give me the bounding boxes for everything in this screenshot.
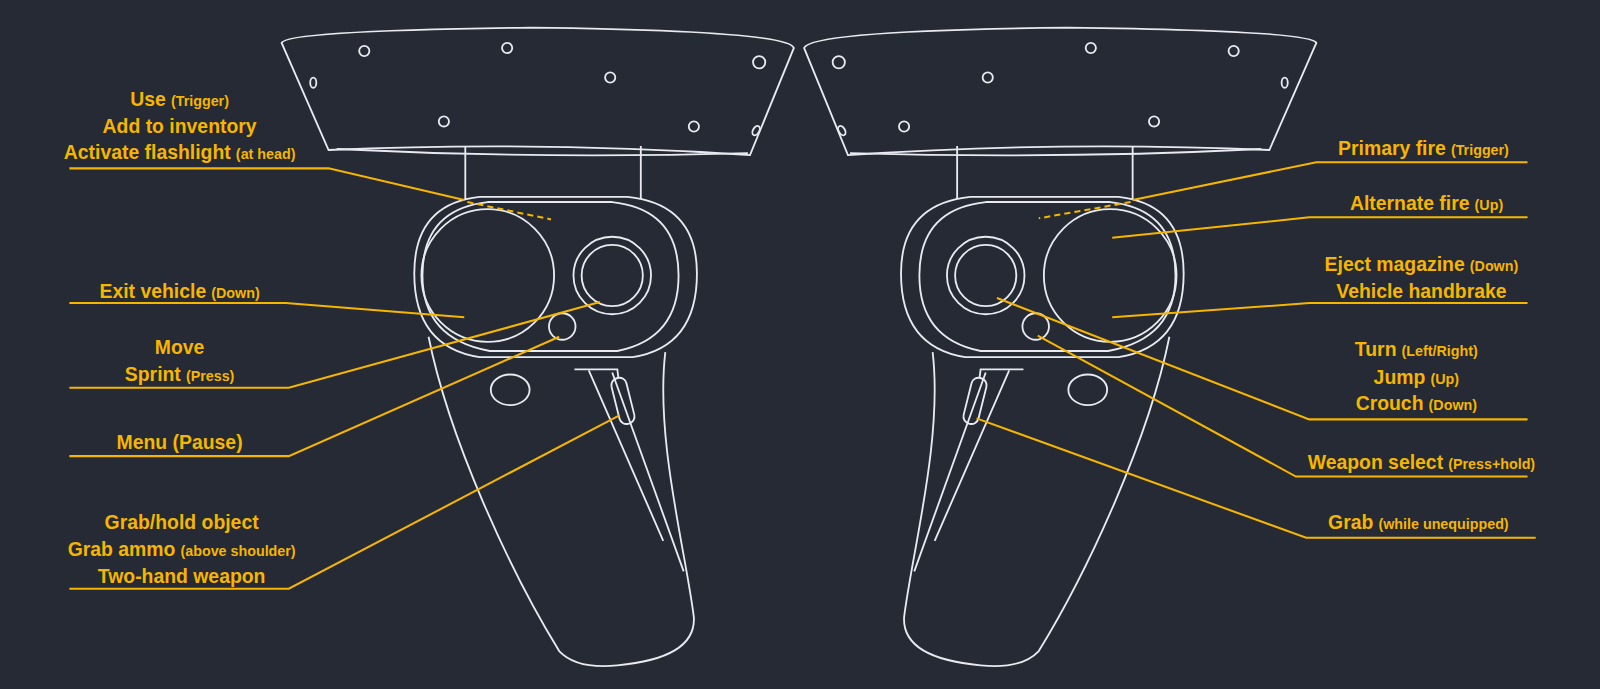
action-label: Sprint: [125, 363, 181, 384]
action-label: Move: [155, 337, 205, 358]
input-hint: (while unequipped): [1378, 515, 1508, 531]
action-label: Grab/hold object: [105, 511, 259, 532]
action-label: Activate flashlight: [64, 142, 231, 163]
callout-line: Alternate fire (Up): [1350, 193, 1503, 215]
callout-line: Crouch (Down): [1356, 393, 1477, 415]
callout-line: Grab ammo (above shoulder): [68, 539, 296, 561]
callout-line: Activate flashlight (at head): [64, 142, 296, 164]
callout-line: Jump(Up): [1374, 366, 1459, 388]
action-label: Menu (Pause): [117, 432, 243, 453]
callout-line: Menu (Pause): [117, 432, 243, 454]
action-label: Add to inventory: [103, 115, 257, 136]
callout-line: Add to inventory: [103, 115, 257, 137]
callout-line: Grab (while unequipped): [1328, 511, 1509, 533]
input-hint: (at head): [236, 146, 296, 162]
action-label: Grab: [1328, 511, 1373, 532]
action-label: Vehicle handbrake: [1336, 281, 1506, 302]
callout-line: Two-hand weapon: [98, 565, 266, 587]
action-label: Jump: [1374, 366, 1426, 387]
action-label: Weapon select: [1308, 452, 1443, 473]
callout-line: Weapon select (Press+hold): [1308, 452, 1535, 474]
input-hint: (Trigger): [1451, 142, 1509, 158]
action-label: Use: [130, 89, 166, 110]
callout-line: Turn (Left/Right): [1355, 339, 1478, 361]
action-label: Eject magazine: [1325, 254, 1465, 275]
input-hint: (Press+hold): [1448, 456, 1535, 472]
action-label: Turn: [1355, 339, 1397, 360]
callout-line: Grab/hold object: [105, 511, 259, 533]
action-label: Alternate fire: [1350, 193, 1470, 214]
input-hint: (Down): [1429, 397, 1477, 413]
action-label: Grab ammo: [68, 539, 176, 560]
callout-line: Vehicle handbrake: [1336, 281, 1506, 303]
callout-line: Eject magazine (Down): [1325, 254, 1519, 276]
action-label: Crouch: [1356, 393, 1424, 414]
action-label: Exit vehicle: [99, 281, 206, 302]
action-label: Primary fire: [1338, 138, 1446, 159]
input-hint: (Left/Right): [1402, 343, 1478, 359]
callout-line: Primary fire (Trigger): [1338, 138, 1509, 160]
callout-line: Move: [155, 337, 205, 359]
input-hint: (above shoulder): [181, 543, 296, 559]
input-hint: (Press): [186, 367, 234, 383]
input-hint: (Up): [1430, 370, 1459, 386]
input-hint: (Up): [1475, 197, 1504, 213]
input-hint: (Trigger): [171, 93, 229, 109]
input-hint: (Down): [1470, 258, 1518, 274]
input-hint: (Down): [211, 285, 259, 301]
callout-line: Sprint (Press): [125, 363, 235, 385]
action-label: Two-hand weapon: [98, 565, 266, 586]
callout-line: Exit vehicle (Down): [99, 281, 259, 303]
callout-line: Use (Trigger): [130, 89, 229, 111]
